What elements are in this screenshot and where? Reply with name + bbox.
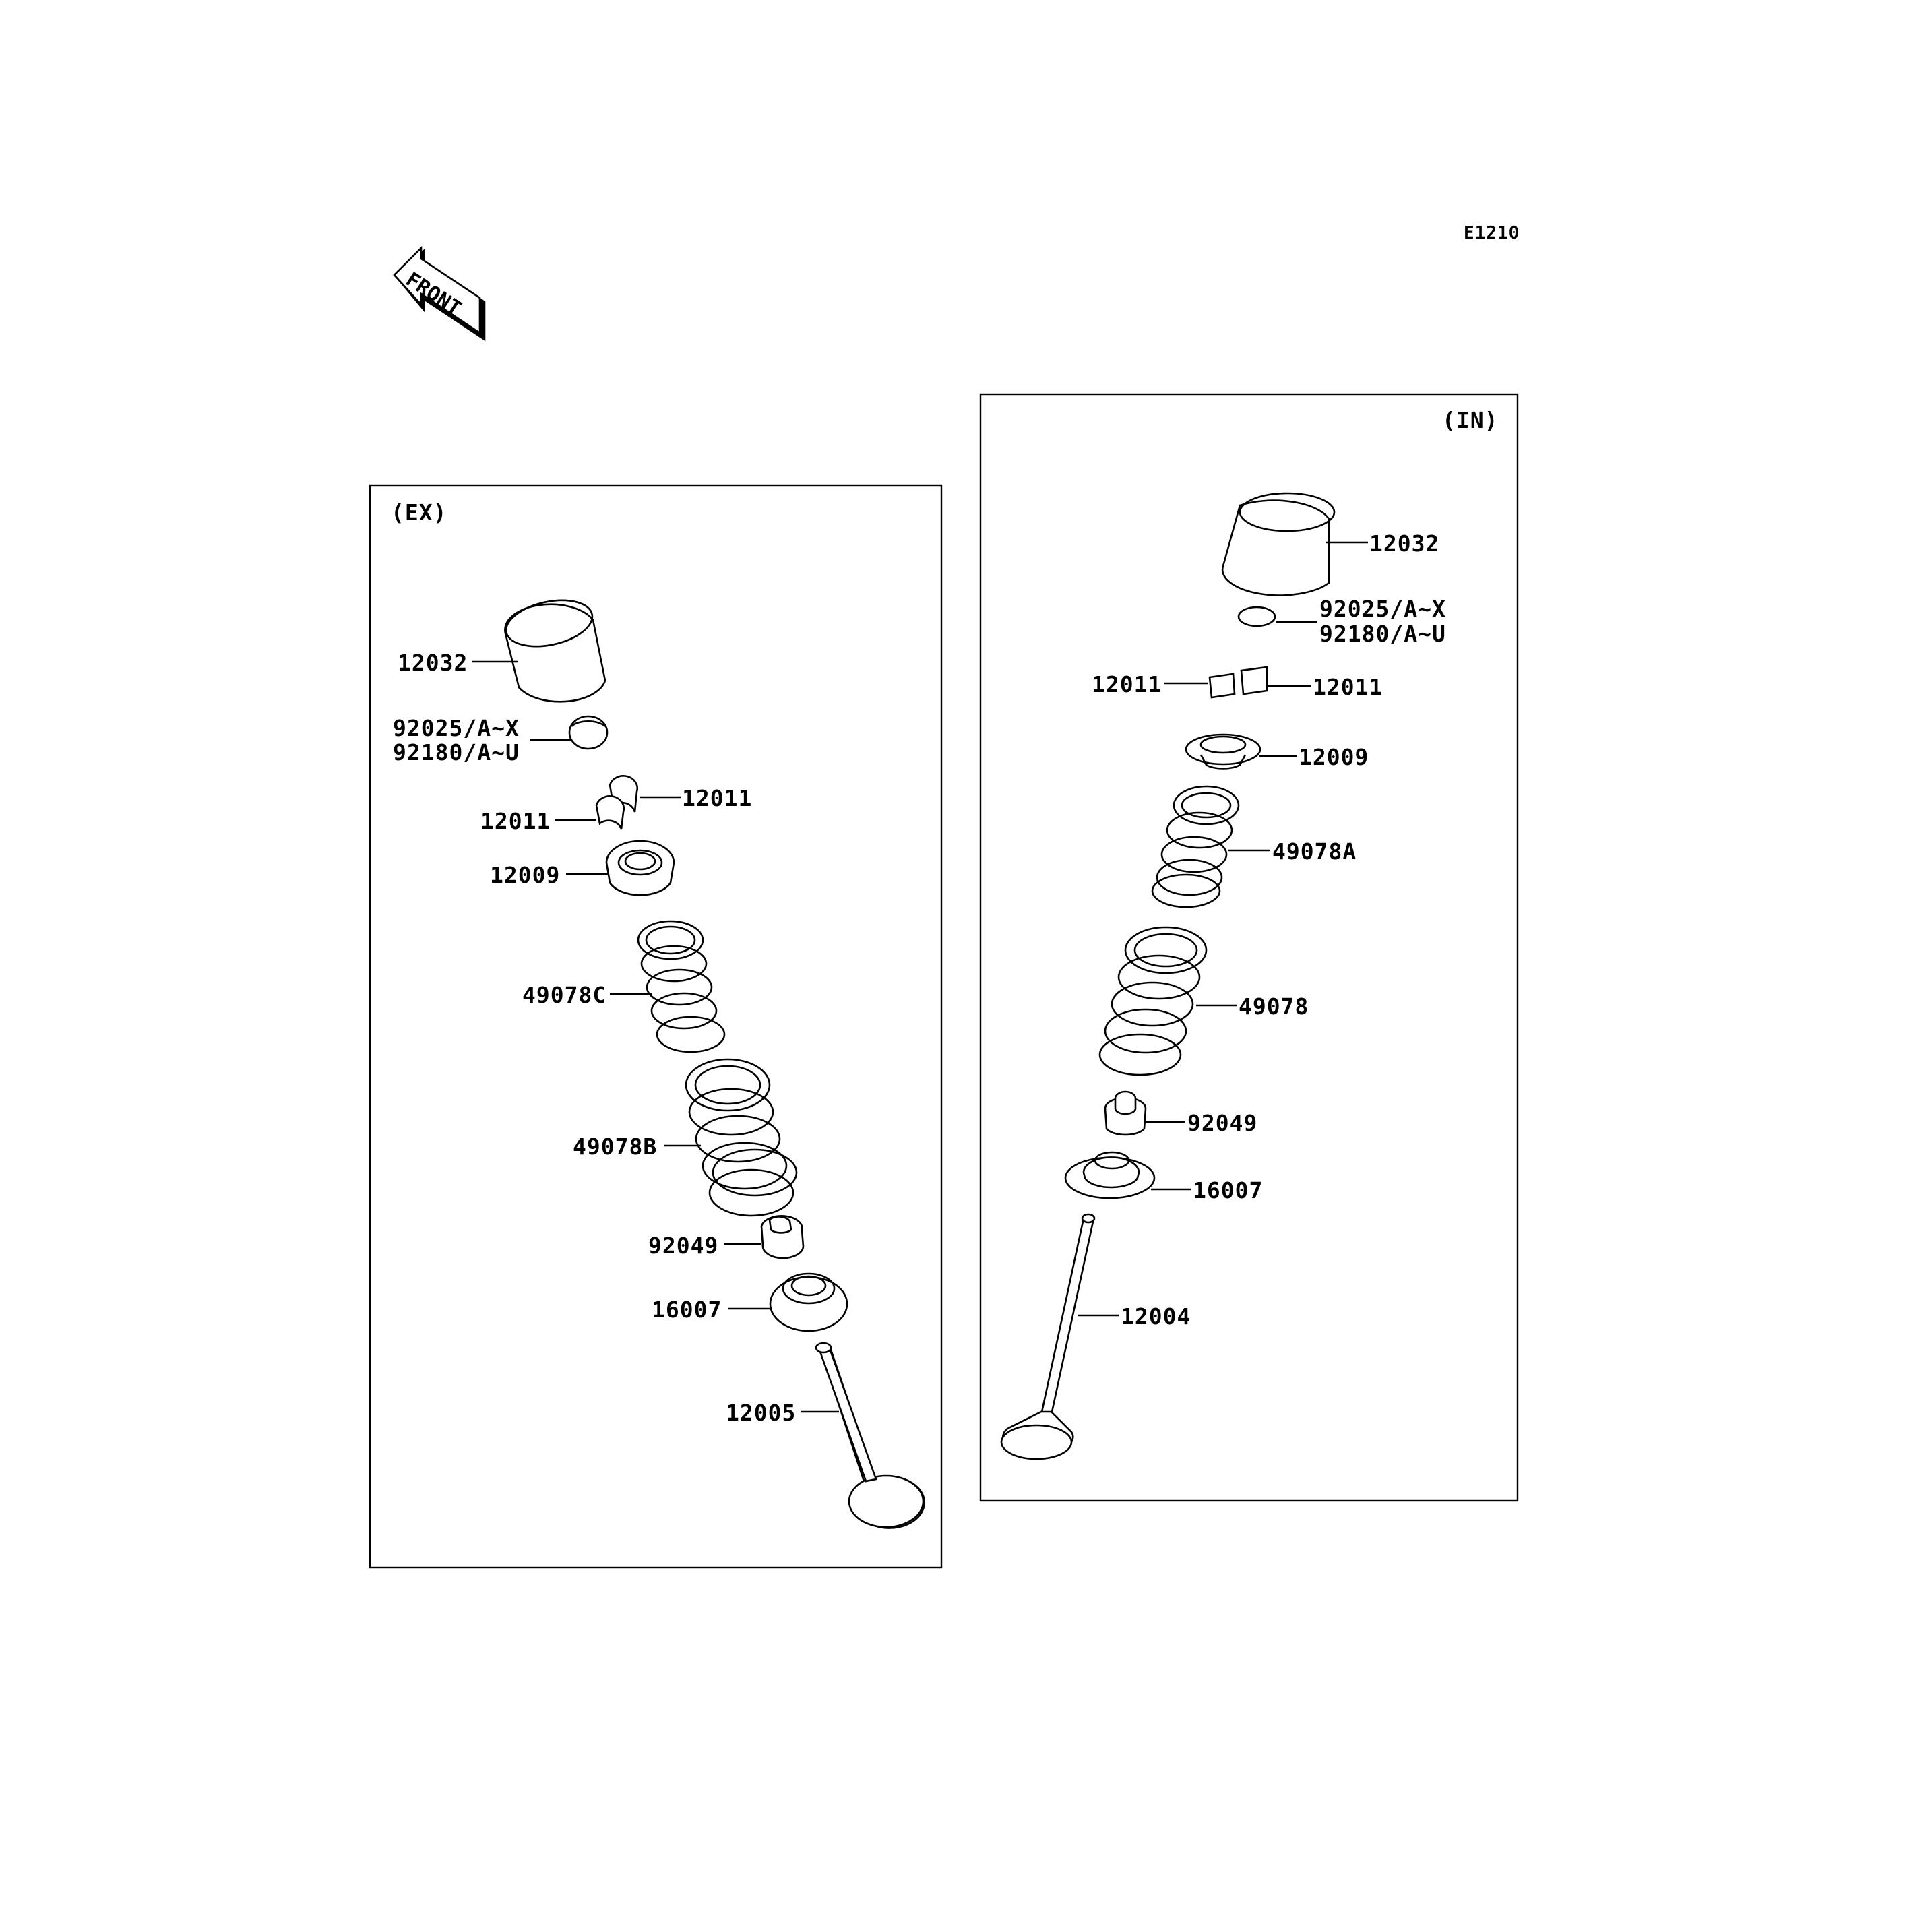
in-retainer-icon <box>1185 733 1261 770</box>
ex-label-seal: 92049 <box>648 1233 718 1259</box>
in-label-seat: 16007 <box>1193 1177 1263 1204</box>
ex-seat-icon <box>769 1272 848 1332</box>
in-label-cotter-right: 12011 <box>1313 674 1383 700</box>
in-label-valve: 12004 <box>1121 1303 1191 1330</box>
ex-label-cotter-left: 12011 <box>480 808 551 834</box>
in-label-cotter-left: 12011 <box>1092 671 1162 697</box>
in-label-spring-inner: 49078A <box>1272 838 1357 865</box>
ex-tappet-icon <box>504 599 606 703</box>
in-label-tappet: 12032 <box>1369 530 1439 557</box>
ex-label-shim-1: 92025/A~X <box>393 715 520 741</box>
in-group: (IN) 12032 92025/A~X 92180/A~U 12011 120… <box>979 393 1519 1502</box>
ex-frame <box>369 484 943 1569</box>
ex-spring-inner-icon <box>637 920 726 1053</box>
in-spring-outer-icon <box>1098 926 1208 1076</box>
ex-label-shim-2: 92180/A~U <box>393 739 520 766</box>
ex-spring-outer-icon <box>685 1058 798 1217</box>
in-seal-icon <box>1104 1090 1147 1136</box>
ex-label-cotter-right: 12011 <box>682 785 752 811</box>
in-title: (IN) <box>1442 407 1498 433</box>
in-valve-icon <box>1000 1213 1096 1460</box>
in-cotter-icon <box>1208 666 1268 699</box>
ex-group: (EX) 12032 92025/A~X 92180/A~U 12011 120… <box>369 484 943 1569</box>
front-arrow-icon: FRONT <box>393 245 486 342</box>
ex-label-valve: 12005 <box>726 1400 796 1426</box>
ex-label-retainer: 12009 <box>490 862 560 888</box>
ex-label-spring-outer: 49078B <box>573 1133 657 1160</box>
in-label-shim-2: 92180/A~U <box>1319 621 1446 647</box>
ex-label-seat: 16007 <box>652 1297 722 1323</box>
ex-valve-icon <box>815 1342 925 1529</box>
in-label-spring-outer: 49078 <box>1239 993 1309 1020</box>
in-shim-icon <box>1237 606 1276 627</box>
in-label-shim-1: 92025/A~X <box>1319 596 1446 622</box>
ex-seal-icon <box>760 1215 805 1259</box>
ex-shim-icon <box>568 715 609 750</box>
ex-label-tappet: 12032 <box>398 650 468 676</box>
in-spring-inner-icon <box>1151 785 1240 908</box>
in-seat-icon <box>1064 1151 1156 1199</box>
ex-label-spring-inner: 49078C <box>522 982 606 1008</box>
ex-cotter-icon <box>595 775 638 830</box>
in-frame <box>979 393 1519 1502</box>
in-label-retainer: 12009 <box>1299 744 1369 770</box>
ex-title: (EX) <box>391 499 447 526</box>
in-label-seal: 92049 <box>1187 1110 1257 1136</box>
in-tappet-icon <box>1221 492 1336 596</box>
diagram-code: E1210 <box>1464 223 1520 243</box>
ex-retainer-icon <box>605 840 675 896</box>
